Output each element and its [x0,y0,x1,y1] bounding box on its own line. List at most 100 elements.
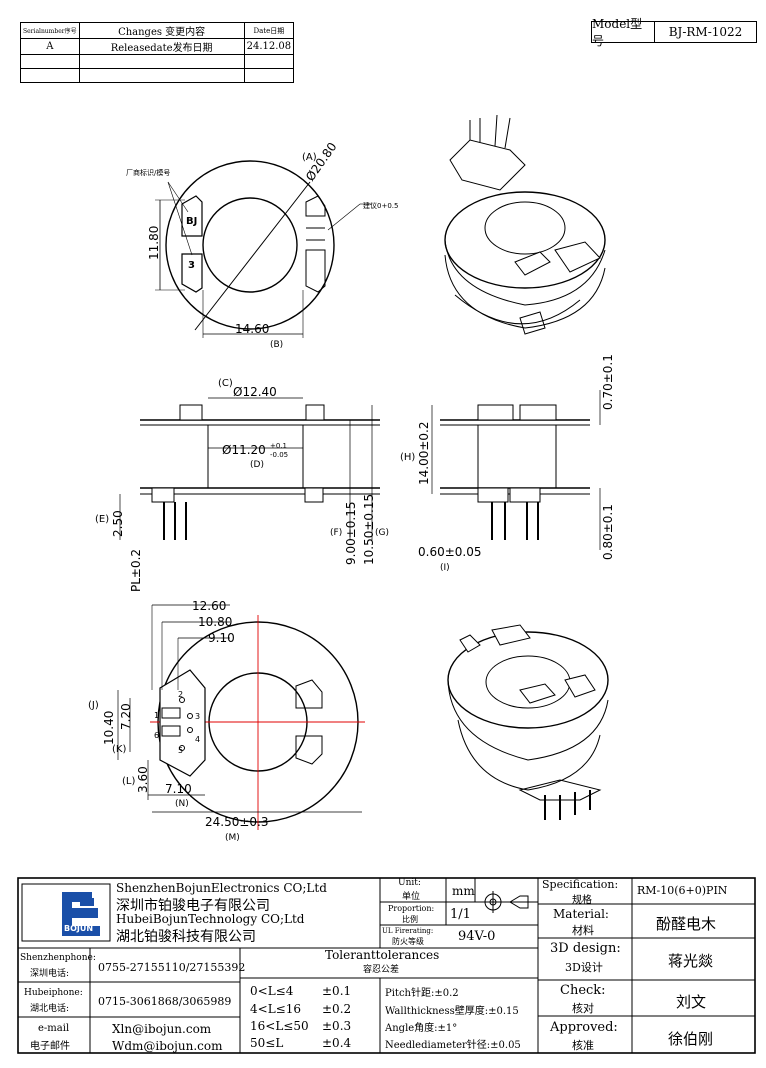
wall-tol: Wallthickness壁厚度:±0.15 [385,1006,519,1017]
model-box: Model型号 BJ-RM-1022 [591,17,757,48]
bottom-iso-drawing [447,624,609,820]
unit-label: Unit: [398,878,421,888]
sz-phone-cn: 深圳电话: [30,969,70,979]
logo-3: 3 [188,260,195,271]
dim-h-label: (H) [400,452,415,463]
logo-bj: BJ [186,216,197,227]
front-view-drawing [431,390,601,550]
angle-tol: Angle角度:±1° [385,1023,458,1034]
tol-value: ±0.2 [322,1002,352,1016]
needle-tol: Needlediameter针径:±0.05 [385,1040,521,1051]
dim-f-label: (F) [330,528,342,538]
dot-note: 建议0+0.5 [363,201,398,210]
dim-720: 7.20 [119,703,133,730]
dim-1460: 14.60 [235,322,269,336]
check-cn: 核对 [572,1002,594,1015]
dim-910: 9.10 [208,631,235,645]
dim-a-label: (A) [302,152,317,163]
dim-m-label: (M) [225,833,240,843]
unit-cn: 单位 [402,892,421,902]
dim-250: 2.50 [111,510,125,537]
dim-070: 0.70±0.1 [601,354,615,410]
revision-table: Serialnumber序号 Changes 变更内容 Date日期 A Rel… [20,22,295,83]
tol-range: 0<L≤4 [250,984,294,998]
pitch-tol: Pitch针距:±0.2 [385,988,459,999]
dim-l-label: (L) [122,776,135,787]
dim-d-label: (D) [250,460,264,470]
dim-pl: PL±0.2 [129,549,143,592]
approved-cn: 核准 [572,1039,594,1052]
company-cn-1: 深圳市铂骏电子有限公司 [116,898,270,914]
tol-title: Toleranttolerances [325,948,440,962]
approved-value: 徐伯刚 [668,1030,714,1048]
dim-1080: 10.80 [198,615,232,629]
side-view-drawing [119,397,380,540]
material-label: Material: [553,907,609,921]
dim-060: 0.60±0.05 [418,545,482,559]
dim-d1120: Ø11.20 [222,443,266,457]
spec-value: RM-10(6+0)PIN [637,884,728,897]
prop-label: Proportion: [388,904,435,913]
rev-cell [243,68,295,83]
bottom-view-drawing [117,604,365,830]
dim-1260: 12.60 [192,599,226,613]
company-en-2: HubeiBojunTechnology CO;Ltd [116,912,305,926]
email-2: Wdm@ibojun.com [112,1039,223,1053]
ul-value: 94V-0 [458,929,496,944]
tol-cn: 容忍公差 [363,965,400,975]
hb-phone-label: Hubeiphone: [24,988,83,998]
tol-range: 16<L≤50 [250,1019,309,1033]
dim-900: 9.00±0.15 [344,502,358,566]
dim-i-label: (I) [440,563,450,573]
approved-label: Approved: [550,1020,618,1035]
dim-g-label: (G) [375,528,389,538]
logo-text: BOJUN [64,924,94,933]
dim-710: 7.10 [165,782,192,796]
dim-1050: 10.50±0.15 [362,494,376,565]
top-view-drawing [155,160,372,338]
spec-label: Specification: [542,878,619,891]
unit-value: mm [452,884,475,898]
dim-2450: 24.50±0.3 [205,815,269,829]
pin-label: 4 [195,735,200,744]
tol-up: +0.1 [270,442,287,450]
dim-1180: 11.80 [147,226,161,260]
email-label: e-mail [38,1023,70,1034]
dim-1040: 10.40 [102,711,116,745]
dim-n-label: (N) [175,799,189,809]
dim-c-label: (C) [218,378,233,389]
pin-label: 3 [195,712,200,721]
tol-value: ±0.1 [322,984,352,998]
tol-value: ±0.3 [322,1019,352,1033]
prop-cn: 比例 [402,915,418,924]
dim-d1240: Ø12.40 [233,385,277,399]
tol-range: 50≤L [250,1036,284,1050]
tol-range: 4<L≤16 [250,1002,301,1016]
dim-b-label: (B) [270,340,283,350]
sz-phone-label: Shenzhenphone: [20,953,96,963]
spec-cn: 规格 [572,895,592,906]
bojun-logo [62,892,100,936]
dim-360: 3.60 [136,766,150,793]
company-cn-2: 湖北铂骏科技有限公司 [116,929,256,945]
email-cn: 电子邮件 [30,1041,70,1052]
check-label: Check: [560,983,606,998]
pin-label: 1 [154,711,159,720]
rev-cell [78,68,245,83]
prop-value: 1/1 [450,907,471,922]
pin-label: 6 [154,731,159,740]
material-value: 酚醛电木 [656,915,717,933]
logo-note: 厂商标识/模号 [126,168,170,177]
hb-phone: 0715-3061868/3065989 [98,995,232,1008]
dim-080: 0.80±0.1 [601,504,615,560]
dim-j-label: (J) [88,700,99,711]
ul-cn: 防火等级 [392,937,424,946]
title-block-frame [17,877,756,1054]
check-value: 刘文 [676,993,707,1011]
dim-1400: 14.00±0.2 [417,422,431,486]
design-value: 蒋光燚 [668,952,714,970]
tol-down: -0.05 [270,451,288,459]
pin-label: 2 [178,690,183,699]
top-iso-drawing [444,114,606,335]
pin-label: 5 [178,746,183,755]
